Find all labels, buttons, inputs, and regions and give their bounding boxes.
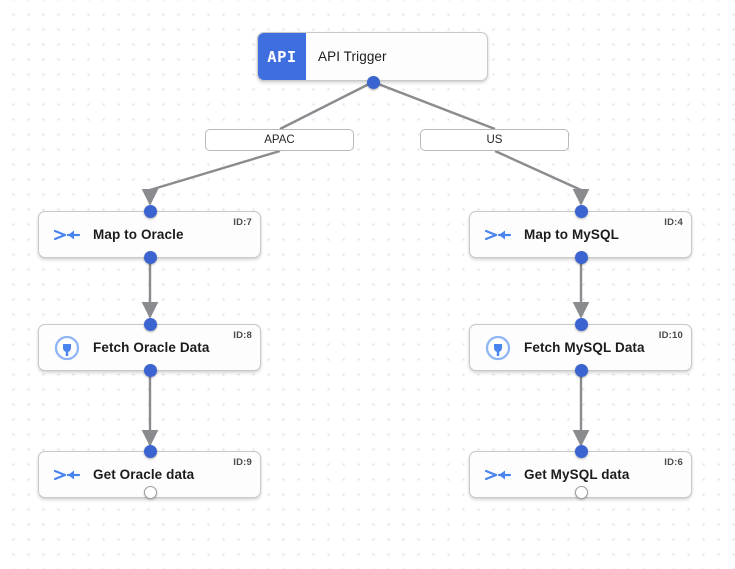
node-id-label: ID:6: [664, 457, 683, 468]
node-title: Map to MySQL: [524, 227, 619, 242]
node-title: Get Oracle data: [93, 467, 195, 482]
port-map-to-oracle-output[interactable]: [144, 251, 157, 264]
port-get-oracle-data-input[interactable]: [144, 445, 157, 458]
port-trigger-output[interactable]: [367, 76, 380, 89]
port-fetch-oracle-data-input[interactable]: [144, 318, 157, 331]
branch-label-text: APAC: [264, 134, 295, 146]
node-id-label: ID:10: [658, 330, 683, 341]
port-map-to-oracle-input[interactable]: [144, 205, 157, 218]
port-fetch-mysql-data-input[interactable]: [575, 318, 588, 331]
node-title: Get MySQL data: [524, 467, 630, 482]
node-map-to-mysql[interactable]: Map to MySQL ID:4: [469, 211, 692, 258]
port-map-to-mysql-input[interactable]: [575, 205, 588, 218]
branch-label-us[interactable]: US: [420, 129, 569, 151]
port-get-mysql-data-output[interactable]: [575, 486, 588, 499]
plug-connector-icon: [45, 335, 89, 361]
branch-label-text: US: [486, 134, 503, 146]
node-id-label: ID:9: [233, 457, 252, 468]
merge-arrows-icon: [476, 466, 520, 484]
plug-connector-icon: [476, 335, 520, 361]
edge-trigger-to-apac: [279, 80, 374, 131]
node-api-trigger[interactable]: API API Trigger: [257, 32, 488, 81]
api-badge-label: API: [267, 47, 297, 66]
node-get-oracle-data[interactable]: Get Oracle data ID:9: [38, 451, 261, 498]
merge-arrows-icon: [45, 466, 89, 484]
merge-arrows-icon: [45, 226, 89, 244]
edge-apac-to-map-oracle: [141, 149, 281, 206]
edge-trigger-to-us: [372, 80, 496, 131]
port-get-oracle-data-output[interactable]: [144, 486, 157, 499]
port-get-mysql-data-input[interactable]: [575, 445, 588, 458]
branch-label-apac[interactable]: APAC: [205, 129, 354, 151]
node-id-label: ID:7: [233, 217, 252, 228]
node-title: Map to Oracle: [93, 227, 184, 242]
port-map-to-mysql-output[interactable]: [575, 251, 588, 264]
node-title: Fetch Oracle Data: [93, 340, 210, 355]
api-badge-icon: API: [258, 33, 306, 80]
node-title: Fetch MySQL Data: [524, 340, 645, 355]
node-id-label: ID:8: [233, 330, 252, 341]
node-id-label: ID:4: [664, 217, 683, 228]
node-fetch-mysql-data[interactable]: Fetch MySQL Data ID:10: [469, 324, 692, 371]
port-fetch-oracle-data-output[interactable]: [144, 364, 157, 377]
node-title: API Trigger: [318, 49, 387, 64]
merge-arrows-icon: [476, 226, 520, 244]
edge-us-to-map-mysql: [494, 149, 590, 206]
port-fetch-mysql-data-output[interactable]: [575, 364, 588, 377]
